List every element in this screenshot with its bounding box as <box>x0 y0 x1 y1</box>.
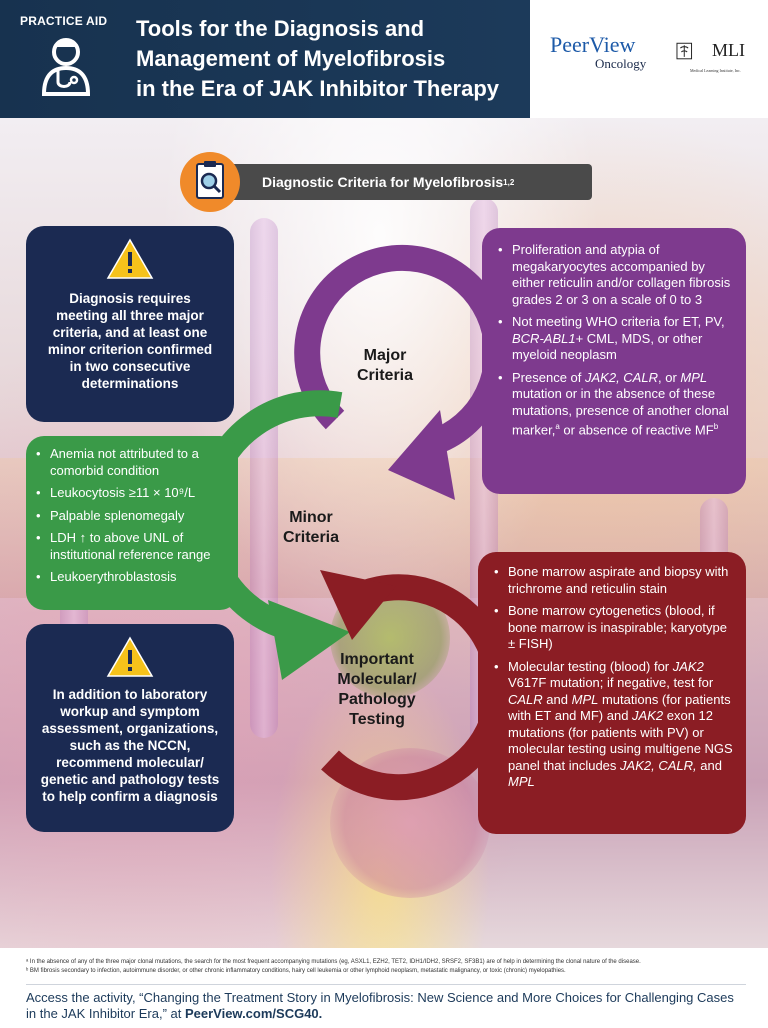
minor-criteria-list: Anemia not attributed to a comorbid cond… <box>34 446 228 586</box>
mli-logo: MLI <box>712 40 745 60</box>
mli-logo-icon <box>676 42 693 60</box>
footnotes: ᵃ In the absence of any of the three maj… <box>26 958 746 976</box>
minor-criteria-arrowhead <box>268 600 350 680</box>
footnote-a: ᵃ In the absence of any of the three maj… <box>26 959 641 965</box>
header-banner <box>0 0 530 118</box>
major-criteria-arrowhead <box>388 410 455 500</box>
list-item: Proliferation and atypia of megakaryocyt… <box>496 242 734 308</box>
peerview-logo: PeerView <box>550 32 636 57</box>
warning-icon <box>106 238 154 279</box>
mli-logo-sub: Medical Learning Institute, Inc. <box>690 68 741 73</box>
major-criteria-list: Proliferation and atypia of megakaryocyt… <box>496 242 734 439</box>
page-title: Tools for the Diagnosis and Management o… <box>136 16 500 101</box>
list-item: Leukocytosis ≥11 × 10⁹/L <box>34 485 228 502</box>
list-item: Presence of JAK2, CALR, or MPL mutation … <box>496 370 734 439</box>
divider <box>26 984 746 985</box>
testing-arrowhead <box>320 570 396 640</box>
list-item: Not meeting WHO criteria for ET, PV, BCR… <box>496 314 734 364</box>
major-criteria-box: Proliferation and atypia of megakaryocyt… <box>482 228 746 494</box>
testing-box: Bone marrow aspirate and biopsy with tri… <box>478 552 746 834</box>
recommendation-text: In addition to laboratory workup and sym… <box>40 687 220 804</box>
recommendation-box: In addition to laboratory workup and sym… <box>26 624 234 832</box>
testing-list: Bone marrow aspirate and biopsy with tri… <box>492 564 736 791</box>
list-item: Molecular testing (blood) for JAK2 V617F… <box>492 659 736 791</box>
activity-link[interactable]: PeerView.com/SCG40. <box>184 1006 323 1021</box>
list-item: LDH ↑ to above UNL of institutional refe… <box>34 530 228 563</box>
footnote-b: ᵇ BM fibrosis secondary to infection, au… <box>26 968 566 974</box>
doctor-icon <box>41 38 91 96</box>
header: PRACTICE AID Tools for the Diagnosis and… <box>0 0 768 118</box>
list-item: Bone marrow aspirate and biopsy with tri… <box>492 564 736 597</box>
list-item: Bone marrow cytogenetics (blood, if bone… <box>492 603 736 653</box>
list-item: Anemia not attributed to a comorbid cond… <box>34 446 228 479</box>
access-activity-text: Access the activity, “Changing the Treat… <box>26 990 734 1021</box>
cell-column <box>250 218 278 738</box>
peerview-logo-sub: Oncology <box>595 56 647 71</box>
diagnosis-requirement-text: Diagnosis requires meeting all three maj… <box>47 291 213 391</box>
minor-criteria-box: Anemia not attributed to a comorbid cond… <box>26 436 238 610</box>
list-item: Leukoerythroblastosis <box>34 569 228 586</box>
list-item: Palpable splenomegaly <box>34 508 228 525</box>
clipboard-search-icon <box>180 152 240 212</box>
practice-aid-badge: PRACTICE AID <box>20 14 108 28</box>
diagnosis-requirement-box: Diagnosis requires meeting all three maj… <box>26 226 234 422</box>
warning-icon <box>106 636 154 677</box>
